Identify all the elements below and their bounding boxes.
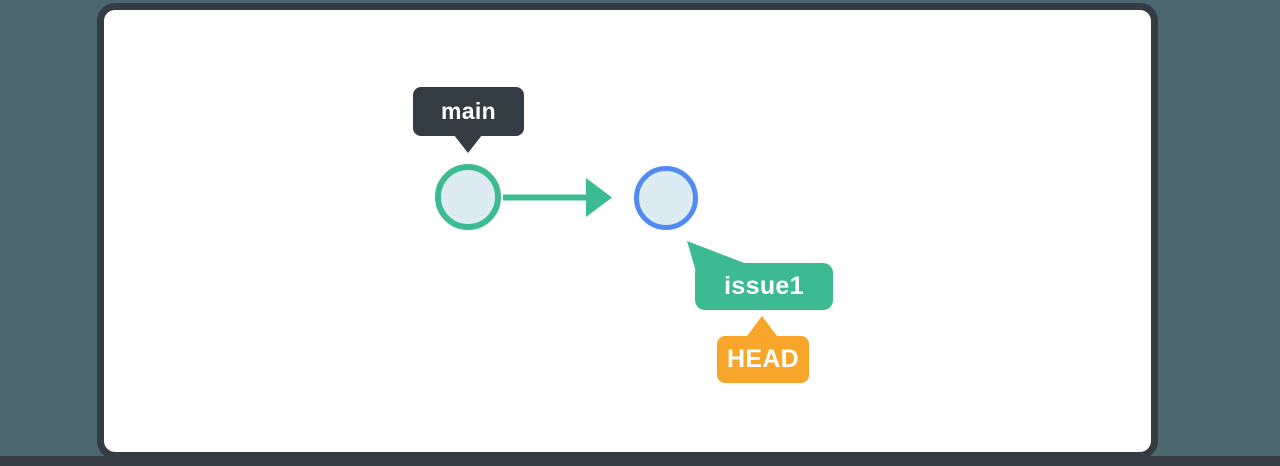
diagram-card [97, 3, 1158, 459]
head-label: HEAD [717, 336, 809, 383]
commit-node-1 [435, 164, 501, 230]
commit-node-2 [634, 166, 698, 230]
next-section-edge [0, 456, 1280, 466]
head-label-text: HEAD [726, 345, 800, 373]
branch-label-issue1: issue1 [695, 263, 833, 310]
branch-label-issue1-text: issue1 [724, 272, 804, 300]
branch-label-main-text: main [441, 98, 496, 124]
branch-label-main: main [413, 87, 524, 136]
